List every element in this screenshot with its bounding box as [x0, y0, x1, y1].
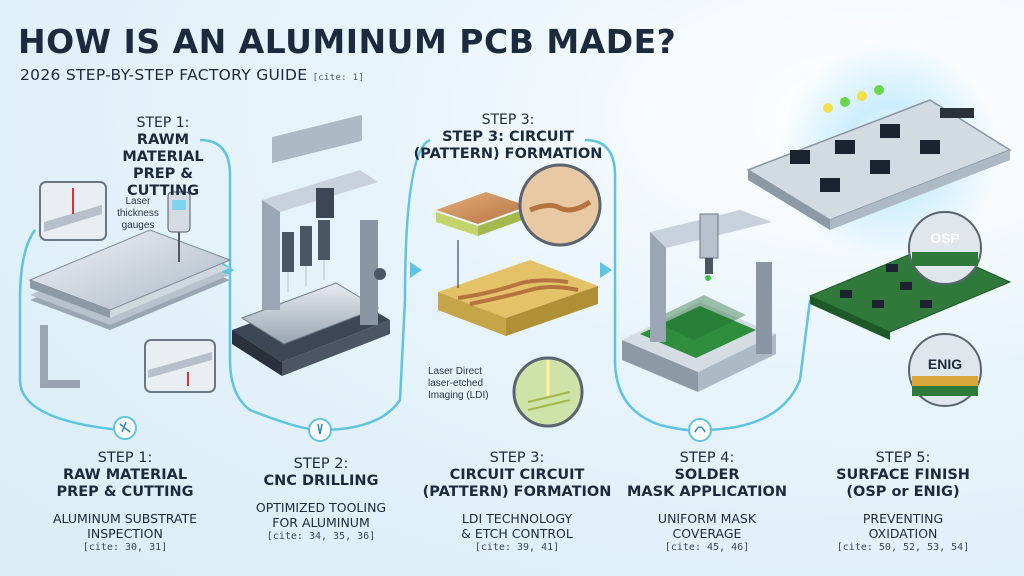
flow-line-3: [585, 140, 700, 430]
step-title: RAW MATERIAL PREP & CUTTING: [30, 467, 220, 501]
cnc-drilling-machine: [232, 115, 390, 376]
upper-step1-label: STEP 1: RAWM MATERIAL PREP & CUTTING: [98, 115, 228, 200]
step-description: OPTIMIZED TOOLING FOR ALUMINUM: [226, 500, 416, 530]
upper-step3-number: STEP 3:: [408, 112, 608, 129]
measuring-stand: [40, 325, 80, 388]
step-card-5: STEP 5: SURFACE FINISH (OSP or ENIG) PRE…: [808, 450, 998, 553]
step-number: STEP 1:: [30, 450, 220, 467]
marker-step-4: [689, 419, 711, 441]
step-title: CIRCUIT CIRCUIT (PATTERN) FORMATION: [417, 467, 617, 501]
green-pcb-board: [810, 246, 1010, 340]
marker-step-2: [309, 419, 331, 441]
upper-step3-title-b: (PATTERN) FORMATION: [408, 146, 608, 163]
step-number: STEP 3:: [417, 450, 617, 467]
ldi-note-a: Laser Direct: [428, 366, 518, 378]
step-number: STEP 2:: [226, 456, 416, 473]
step-card-3: STEP 3: CIRCUIT CIRCUIT (PATTERN) FORMAT…: [417, 450, 617, 553]
step-markers: [114, 417, 711, 441]
upper-step3-title-a: STEP 3: CIRCUIT: [408, 129, 608, 146]
upper-step1-title-b: PREP & CUTTING: [98, 166, 228, 200]
step-card-2: STEP 2: CNC DRILLING OPTIMIZED TOOLING F…: [226, 456, 416, 542]
magnifier-detail-top: [40, 182, 106, 240]
ldi-zoom-detail: [514, 358, 582, 426]
step-number: STEP 4:: [612, 450, 802, 467]
enig-badge: ENIG: [922, 352, 968, 376]
step-description: ALUMINUM SUBSTRATE INSPECTION: [30, 511, 220, 541]
step-cite: [cite: 45, 46]: [612, 542, 802, 553]
ldi-note-b: laser-etched: [428, 378, 518, 390]
aluminum-sheet-stack: [30, 230, 230, 330]
arrow-icon: [410, 262, 422, 278]
step-cite: [cite: 34, 35, 36]: [226, 531, 416, 542]
osp-badge: OSP: [924, 226, 966, 250]
upper-step3-label: STEP 3: STEP 3: CIRCUIT (PATTERN) FORMAT…: [408, 112, 608, 163]
arrow-icon: [600, 262, 612, 278]
ldi-note-c: Imaging (LDI): [428, 390, 518, 402]
ldi-note: Laser Direct laser-etched Imaging (LDI): [428, 366, 518, 402]
upper-step1-number: STEP 1:: [98, 115, 228, 132]
step-description: UNIFORM MASK COVERAGE: [612, 511, 802, 541]
step-card-4: STEP 4: SOLDER MASK APPLICATION UNIFORM …: [612, 450, 802, 553]
step-title: SOLDER MASK APPLICATION: [612, 467, 802, 501]
step-title: SURFACE FINISH (OSP or ENIG): [808, 467, 998, 501]
step-description: LDI TECHNOLOGY & ETCH CONTROL: [417, 511, 617, 541]
step-description: PREVENTING OXIDATION: [808, 511, 998, 541]
magnifier-detail-bottom: [145, 340, 215, 392]
upper-step1-title-a: RAWM MATERIAL: [98, 132, 228, 166]
step-cite: [cite: 30, 31]: [30, 542, 220, 553]
step-cite: [cite: 39, 41]: [417, 542, 617, 553]
step-cite: [cite: 50, 52, 53, 54]: [808, 542, 998, 553]
circuit-zoom-detail: [520, 165, 600, 245]
step-number: STEP 5:: [808, 450, 998, 467]
step-card-1: STEP 1: RAW MATERIAL PREP & CUTTING ALUM…: [30, 450, 220, 553]
solder-mask-machine: [622, 210, 776, 392]
laser-gauge-note: Laser thickness gauges: [108, 196, 168, 232]
step-title: CNC DRILLING: [226, 473, 416, 490]
